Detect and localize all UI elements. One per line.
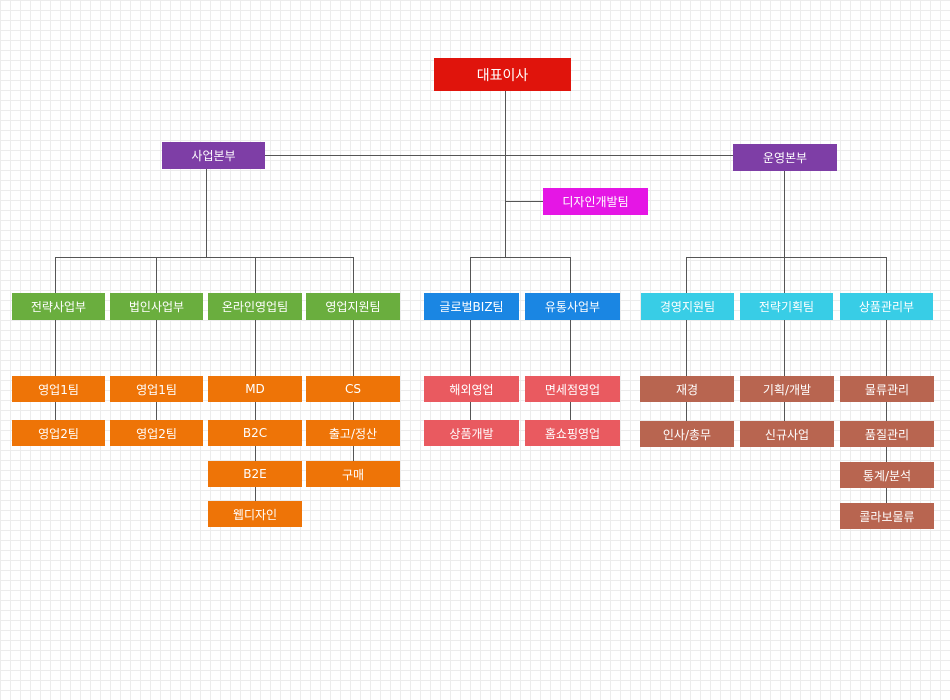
operations-division-box: 운영본부 (733, 144, 837, 171)
unit-box: 구매 (306, 461, 400, 487)
unit-box: 품질관리 (840, 421, 934, 447)
team-box-product-management: 상품관리부 (840, 293, 933, 320)
unit-box: 물류관리 (840, 376, 934, 402)
unit-box: 출고/정산 (306, 420, 400, 446)
unit-box: 웹디자인 (208, 501, 302, 527)
unit-box: 신규사업 (740, 421, 834, 447)
unit-box: 상품개발 (424, 420, 519, 446)
team-box-strategic-planning: 전략기획팀 (740, 293, 833, 320)
team-box-management-support: 경영지원팀 (641, 293, 734, 320)
unit-box: 영업1팀 (12, 376, 105, 402)
unit-box: 영업1팀 (110, 376, 203, 402)
unit-box: 콜라보물류 (840, 503, 934, 529)
team-box-global-biz: 글로벌BIZ팀 (424, 293, 519, 320)
unit-box: 홈쇼핑영업 (525, 420, 620, 446)
design-team-box: 디자인개발팀 (543, 188, 648, 215)
business-division-box: 사업본부 (162, 142, 265, 169)
team-box-distribution-business: 유통사업부 (525, 293, 620, 320)
unit-box: 인사/총무 (640, 421, 734, 447)
ceo-box: 대표이사 (434, 58, 571, 91)
team-box-sales-support: 영업지원팀 (306, 293, 400, 320)
unit-box: CS (306, 376, 400, 402)
unit-box: 해외영업 (424, 376, 519, 402)
unit-box: B2E (208, 461, 302, 487)
unit-box: 면세점영업 (525, 376, 620, 402)
team-box-online-sales: 온라인영업팀 (208, 293, 302, 320)
unit-box: 영업2팀 (12, 420, 105, 446)
unit-box: 기획/개발 (740, 376, 834, 402)
unit-box: B2C (208, 420, 302, 446)
team-box-strategic-business: 전략사업부 (12, 293, 105, 320)
team-box-corporate-business: 법인사업부 (110, 293, 203, 320)
unit-box: 통계/분석 (840, 462, 934, 488)
unit-box: 재경 (640, 376, 734, 402)
unit-box: MD (208, 376, 302, 402)
unit-box: 영업2팀 (110, 420, 203, 446)
